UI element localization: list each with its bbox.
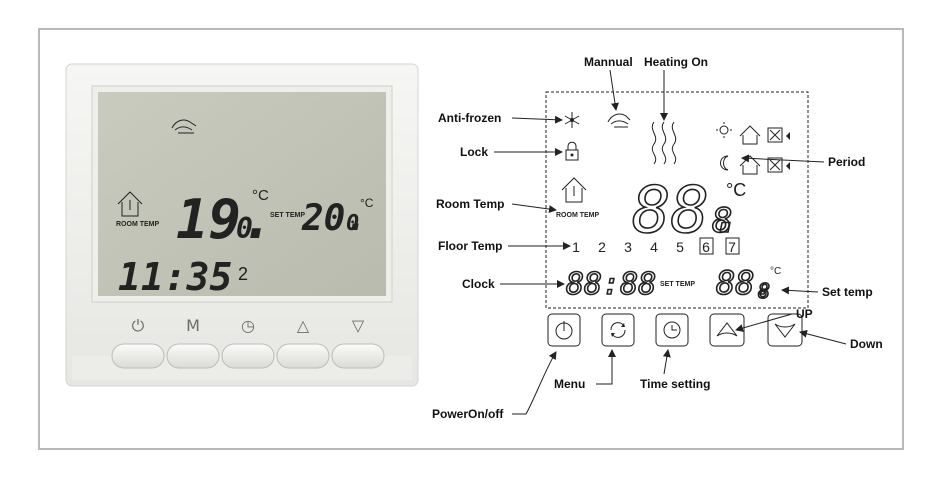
label-clock: Clock xyxy=(462,277,495,291)
clock-digits: 88:88 xyxy=(566,267,656,302)
leader-period xyxy=(741,154,825,163)
floor-temp-numbers: 1 2 3 4 5 6 7 xyxy=(572,237,740,255)
room-house-icon xyxy=(561,177,587,203)
device-photo: ROOM TEMP 19. 0 °C SET TEMP 20. 0 °C 11:… xyxy=(65,63,419,387)
day-value: 2 xyxy=(238,264,248,284)
snowflake-icon xyxy=(564,112,580,128)
label-room-temp: Room Temp xyxy=(436,197,504,211)
label-lock: Lock xyxy=(460,145,488,159)
set-temp-decimal: 8 xyxy=(758,279,770,303)
leader-anti-frozen xyxy=(511,115,563,124)
diagram-up-button xyxy=(709,313,745,347)
set-temp-label: SET TEMP xyxy=(270,212,305,219)
label-power: PowerOn/off xyxy=(432,407,504,421)
label-manual: Mannual xyxy=(584,55,633,69)
room-temp-decimal: 0 xyxy=(236,212,253,245)
room-temp-label: ROOM TEMP xyxy=(556,212,599,219)
floor-number: 2 xyxy=(598,239,606,255)
diagram-power-button xyxy=(547,313,581,347)
device-lcd xyxy=(98,92,386,296)
label-set-temp: Set temp xyxy=(822,285,873,299)
device-menu-button[interactable] xyxy=(166,343,220,369)
leader-down xyxy=(799,329,847,345)
room-temp-value: 19. xyxy=(176,188,274,251)
lcd-diagram: ROOM TEMP 88. 8 °C 1 2 3 4 5 6 7 88:88 SET TEM… xyxy=(432,55,883,421)
room-temp-label: ROOM TEMP xyxy=(116,221,159,228)
diagram-time-button xyxy=(655,313,689,347)
clock-value: 11:35 xyxy=(118,255,232,299)
label-heating-on: Heating On xyxy=(644,55,708,69)
label-time-setting: Time setting xyxy=(640,377,710,391)
set-temp-decimal: 0 xyxy=(346,211,359,236)
floor-number: 6 xyxy=(702,239,710,255)
device-power-symbol: ⏻ xyxy=(132,316,145,335)
manual-hand-icon xyxy=(171,119,197,134)
big-temp-digits: 88. xyxy=(632,174,748,248)
set-temp-digits: 88. xyxy=(716,264,774,302)
leader-manual xyxy=(609,69,619,111)
leader-up xyxy=(735,313,793,332)
device-clock-symbol: ◷ xyxy=(241,316,255,335)
floor-number: 4 xyxy=(650,239,658,255)
device-up-button[interactable] xyxy=(276,343,330,369)
label-anti-frozen: Anti-frozen xyxy=(438,111,501,125)
device-buttons xyxy=(111,343,385,369)
period-icons xyxy=(716,122,790,175)
lock-icon xyxy=(565,141,579,161)
device-down-button[interactable] xyxy=(331,343,385,369)
set-temp-value: 20. xyxy=(301,198,367,239)
label-down: Down xyxy=(850,337,883,351)
manual-hand-icon xyxy=(607,113,631,128)
set-temp-unit: °C xyxy=(360,196,374,210)
device-up-symbol: △ xyxy=(297,316,310,335)
leader-set-temp xyxy=(781,286,819,295)
set-temp-label: SET TEMP xyxy=(660,281,695,288)
leader-menu xyxy=(596,349,616,385)
diagram-menu-button xyxy=(601,313,635,347)
device-menu-symbol: M xyxy=(186,316,200,335)
big-temp-decimal: 8 xyxy=(712,201,732,241)
device-power-button[interactable] xyxy=(111,343,165,369)
floor-number: 5 xyxy=(676,239,684,255)
label-floor-temp: Floor Temp xyxy=(438,239,502,253)
room-house-icon xyxy=(117,191,143,217)
label-up: UP xyxy=(796,307,813,321)
device-clock-button[interactable] xyxy=(221,343,275,369)
device-down-symbol: ▽ xyxy=(352,316,365,335)
floor-number: 3 xyxy=(624,239,632,255)
leader-time-setting xyxy=(662,349,671,375)
big-temp-unit: °C xyxy=(726,180,746,200)
floor-number-box xyxy=(725,237,740,255)
floor-number-box xyxy=(699,237,714,255)
floor-number: 1 xyxy=(572,239,580,255)
label-menu: Menu xyxy=(554,377,585,391)
outer-frame xyxy=(38,28,904,450)
heating-waves-icon xyxy=(651,121,677,165)
leader-power xyxy=(512,351,557,415)
leader-room-temp xyxy=(511,203,557,214)
room-temp-unit: °C xyxy=(252,187,269,204)
set-temp-unit: °C xyxy=(770,266,781,277)
floor-number: 7 xyxy=(728,239,736,255)
device-button-symbols: ⏻ M ◷ △ ▽ xyxy=(132,316,365,335)
label-period: Period xyxy=(828,155,865,169)
lcd-diagram-outline xyxy=(545,91,809,309)
